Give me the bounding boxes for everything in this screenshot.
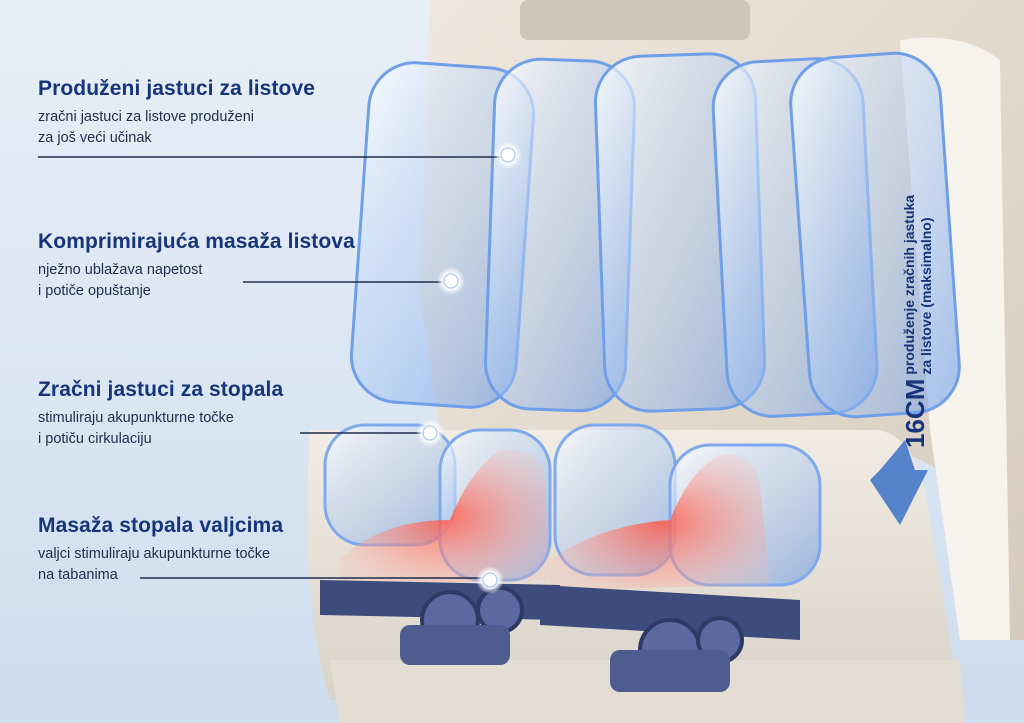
callout-title: Zračni jastuci za stopala xyxy=(38,378,284,401)
leader-lines xyxy=(38,156,505,579)
callout-title: Produženi jastuci za listove xyxy=(38,77,316,100)
extension-line-2: za listove (maksimalno) xyxy=(918,217,934,375)
extension-value: 16CM xyxy=(900,378,930,448)
callout-text: valjci stimuliraju akupunkturne točke na… xyxy=(38,546,271,583)
extension-arrow-icon xyxy=(870,440,928,525)
hotspot-dots xyxy=(416,141,522,594)
callout-foot-rollers: Masaža stopala valjcima valjci stimulira… xyxy=(38,514,378,586)
extension-line-1: produženje zračnih jastuka xyxy=(901,194,917,375)
callout-foot-airbags: Zračni jastuci za stopala stimuliraju ak… xyxy=(38,378,378,450)
callout-title: Komprimirajuća masaža listova xyxy=(38,230,355,253)
callout-calf-compression: Komprimirajuća masaža listova nježno ubl… xyxy=(38,230,378,302)
callout-text: zračni jastuci za listove produženi za j… xyxy=(38,109,254,146)
foot-rollers xyxy=(320,580,800,692)
callout-text: nježno ublažava napetost i potiče opušta… xyxy=(38,262,203,299)
callout-text: stimuliraju akupunkturne točke i potiču … xyxy=(38,410,234,447)
callout-title: Masaža stopala valjcima xyxy=(38,514,284,537)
feet-heat-map xyxy=(340,449,770,590)
callout-calf-airbags: Produženi jastuci za listove zračni jast… xyxy=(38,77,378,149)
calf-airbags xyxy=(349,51,961,419)
